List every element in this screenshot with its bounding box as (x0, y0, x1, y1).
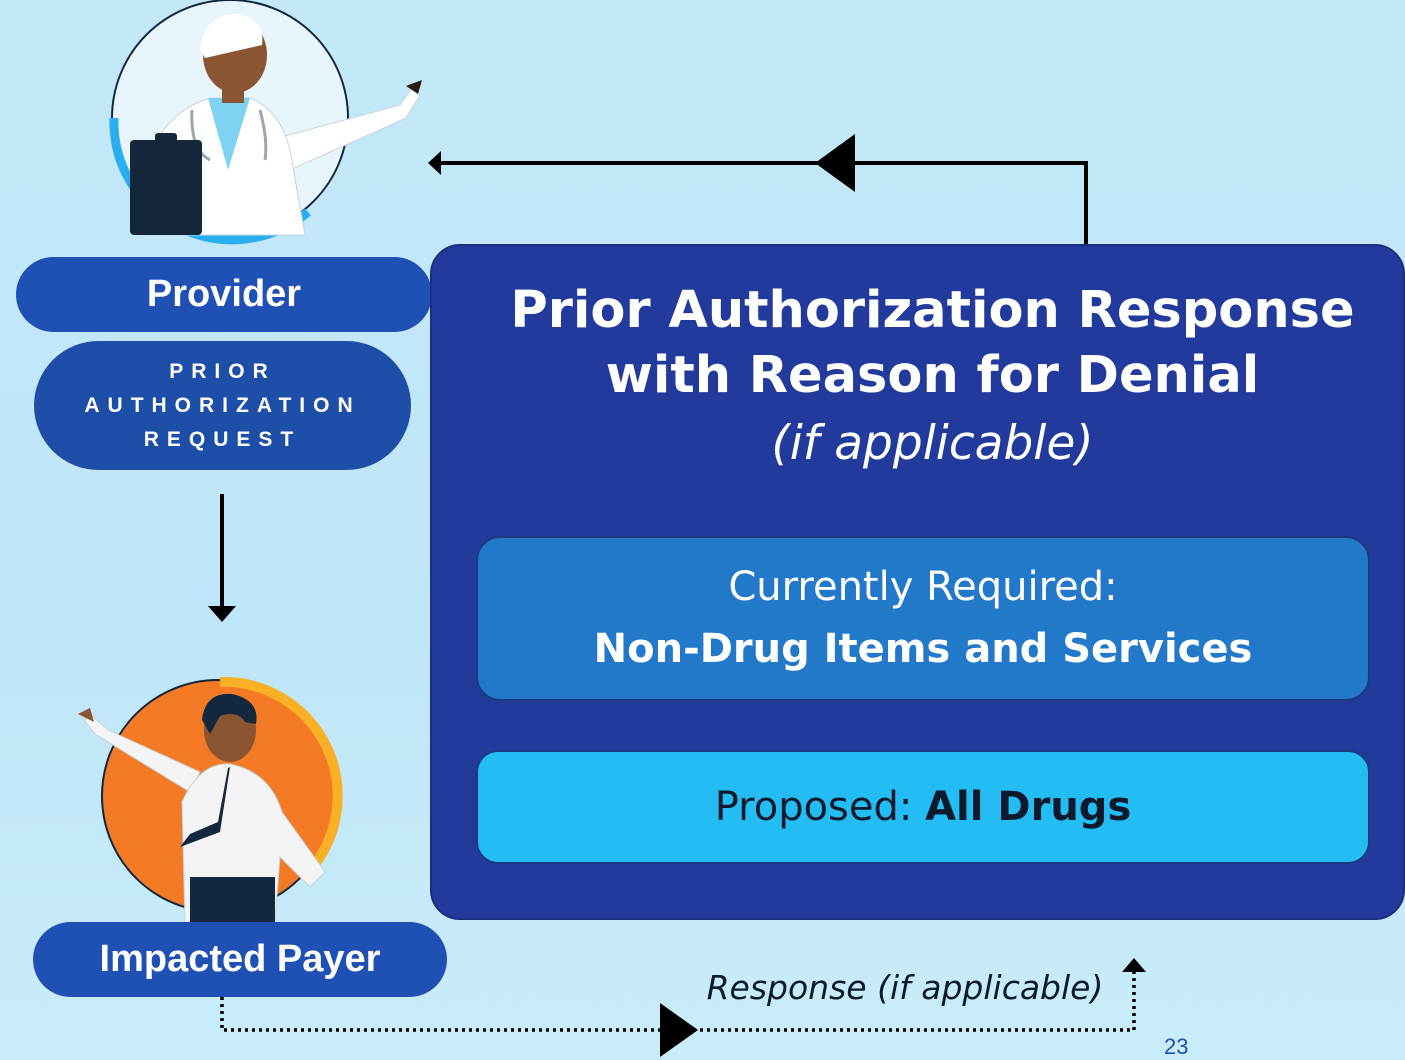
proposed-box: Proposed: All Drugs (476, 750, 1370, 864)
return-arrow-midhead (815, 134, 855, 192)
doctor-avatar-icon (109, 0, 422, 245)
response-arrow-midhead (660, 1003, 698, 1057)
impacted-payer-label: Impacted Payer (33, 922, 447, 997)
page-number: 23 (1164, 1034, 1189, 1059)
currently-required-value: Non-Drug Items and Services (593, 625, 1253, 672)
proposed-value: All Drugs (925, 784, 1132, 830)
return-arrow-line (441, 161, 1088, 244)
panel-title: Prior Authorization Response with Reason… (430, 278, 1405, 478)
currently-required-box: Currently Required: Non-Drug Items and S… (476, 536, 1370, 701)
request-arrow-head (208, 606, 236, 622)
prior-authorization-request-label: PRIOR AUTHORIZATION REQUEST (34, 341, 411, 470)
request-line-1: PRIOR (169, 359, 276, 383)
response-arrow-tophead (1122, 958, 1146, 972)
panel-subtitle: (if applicable) (771, 416, 1094, 471)
provider-label: Provider (16, 257, 432, 332)
proposed-prefix: Proposed: (714, 784, 926, 830)
currently-required-prefix: Currently Required: (728, 563, 1118, 610)
response-note: Response (if applicable) (706, 968, 1104, 1007)
panel-title-line-2: with Reason for Denial (605, 346, 1260, 405)
request-line-3: REQUEST (143, 427, 302, 451)
panel-title-line-1: Prior Authorization Response (510, 281, 1355, 340)
payer-avatar-icon (78, 676, 343, 922)
response-dotted-line (220, 972, 1136, 1032)
request-line-2: AUTHORIZATION (84, 393, 361, 417)
return-arrow-head (428, 151, 441, 175)
